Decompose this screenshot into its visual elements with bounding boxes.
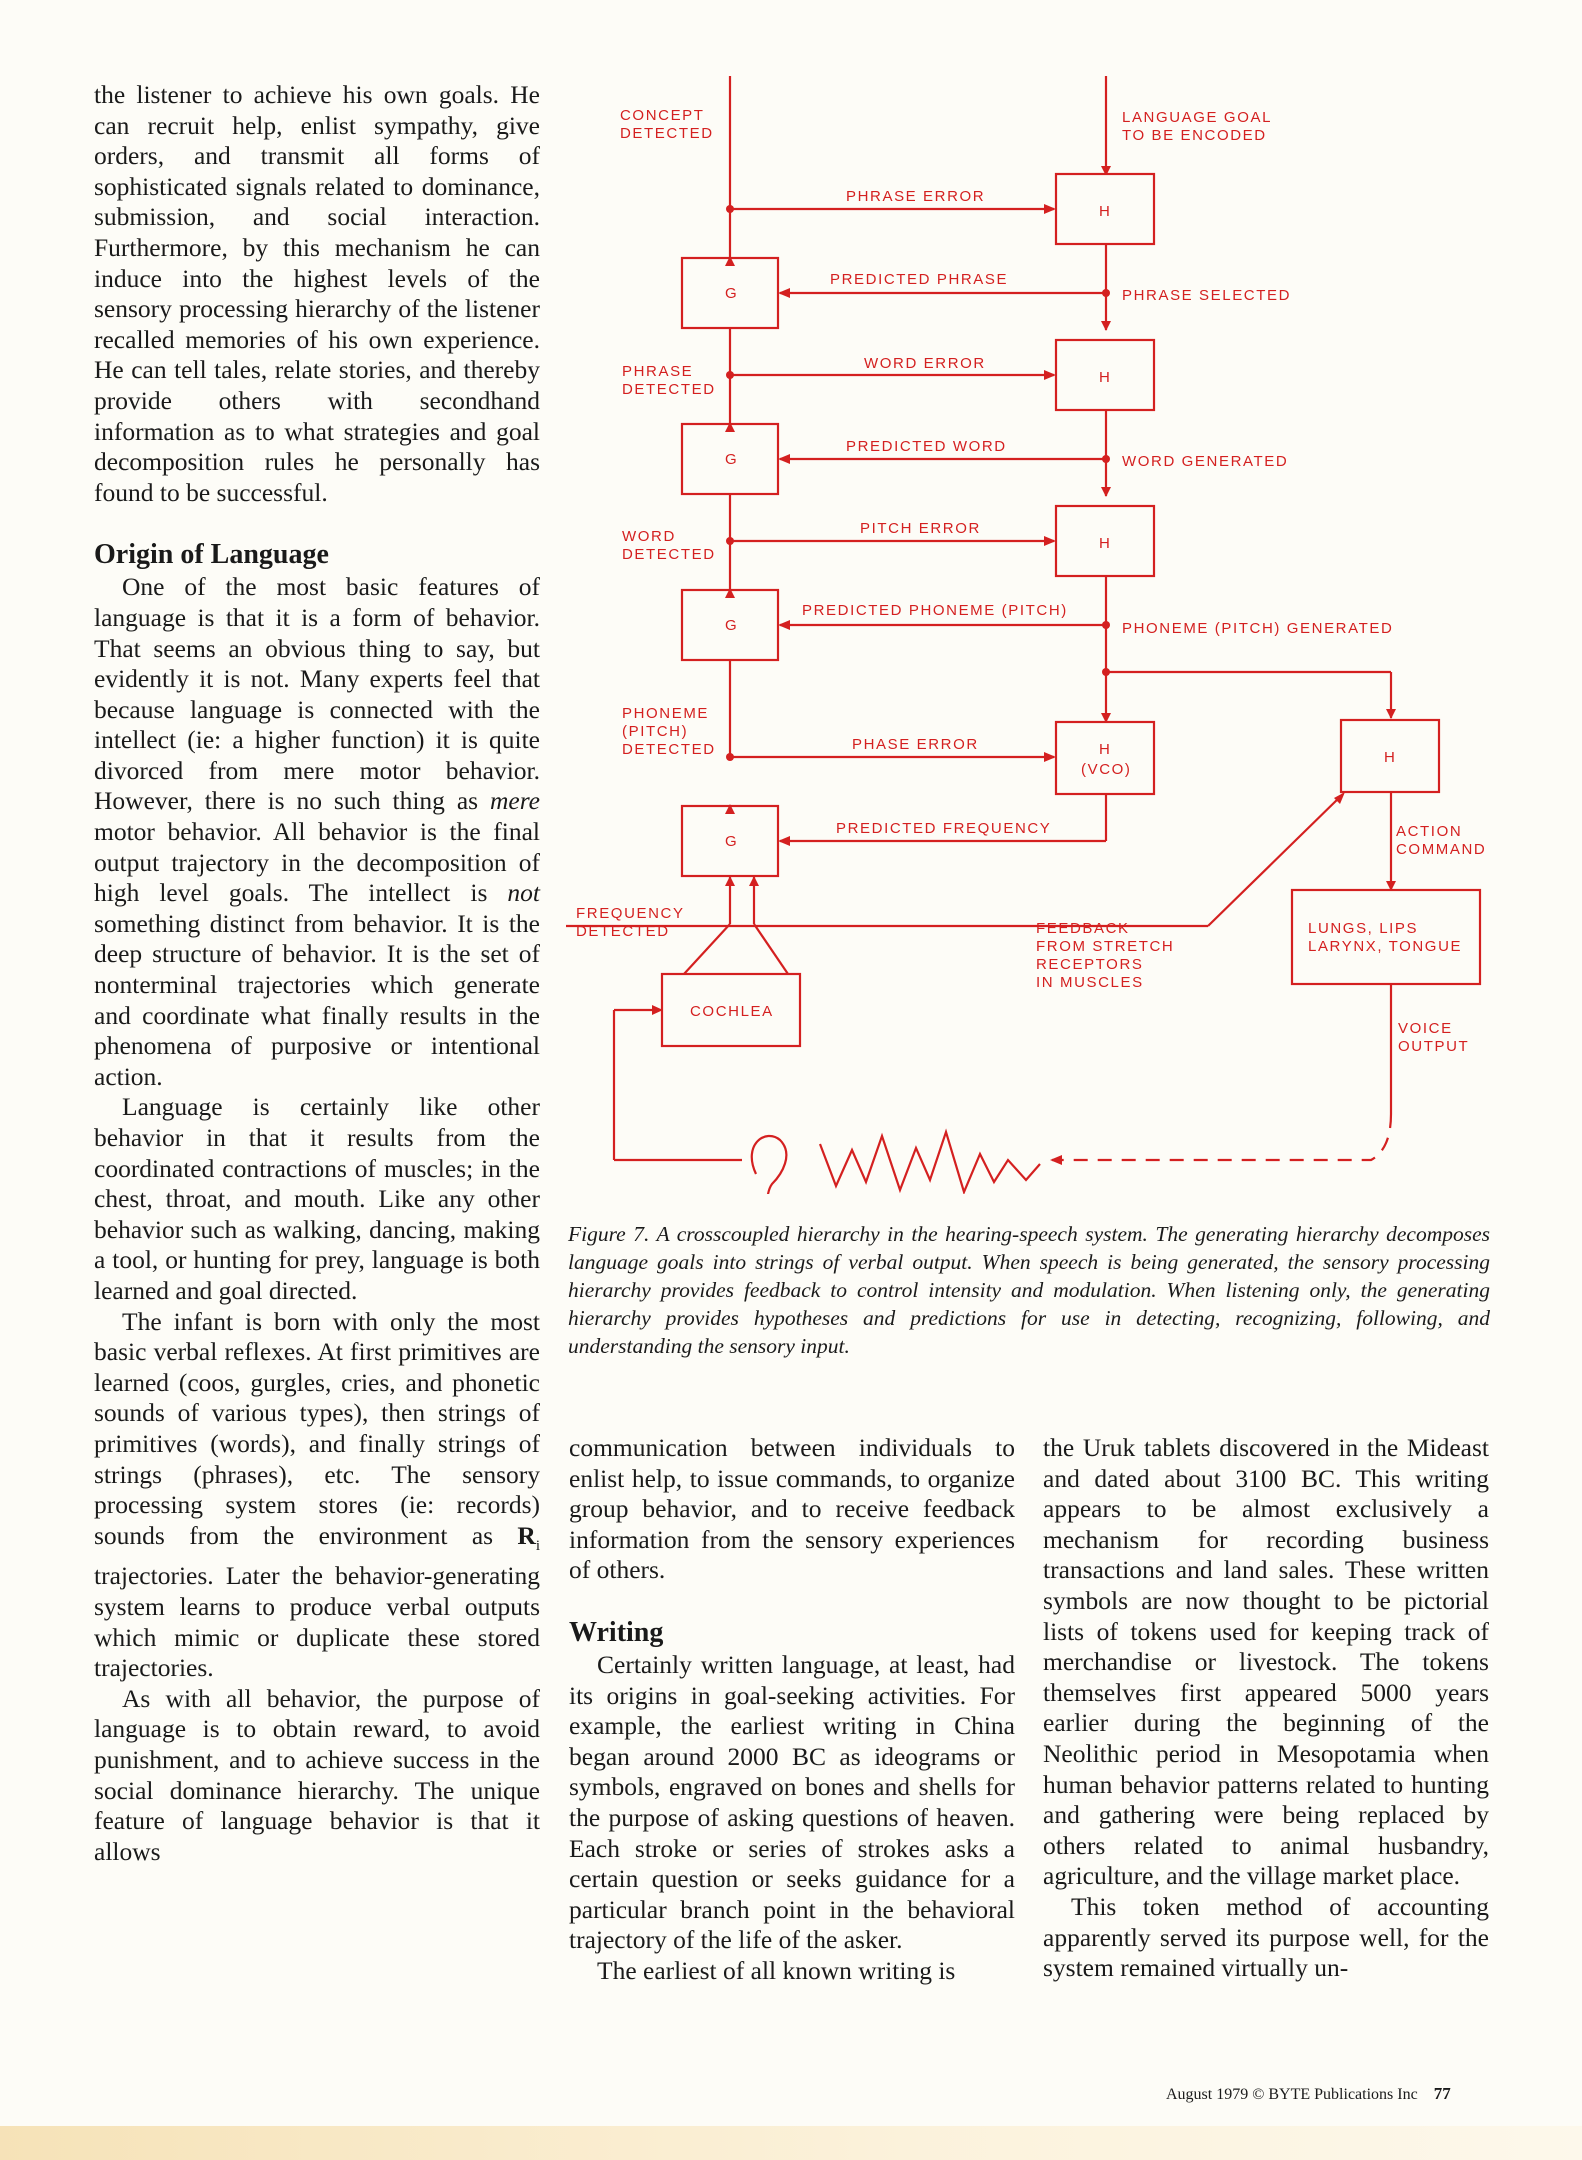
box-h: H [1099,369,1111,386]
label-voice-output: VOICE [1398,1020,1453,1037]
paragraph: Language is certainly like other behavio… [94,1092,540,1305]
footer-text: August 1979 © BYTE Publications Inc [1166,2086,1418,2103]
text-column-1: the listener to achieve his own goals. H… [94,80,540,1867]
paper-stain [0,2126,1582,2160]
label-voice-output: OUTPUT [1398,1038,1469,1055]
label-feedback: FEEDBACK [1036,920,1130,937]
section-heading-origin-of-language: Origin of Language [94,539,329,571]
box-g: G [725,617,738,634]
box-h: H [1099,535,1111,552]
box-h: H [1099,203,1111,220]
box-h: H [1384,749,1396,766]
page-number: 77 [1433,2084,1451,2103]
box-g: G [725,833,738,850]
label-predicted-frequency: PREDICTED FREQUENCY [836,820,1051,837]
label-lungs: LARYNX, TONGUE [1308,938,1462,955]
label-phrase-selected: PHRASE SELECTED [1122,287,1291,304]
label-word-error: WORD ERROR [864,355,986,372]
label-pitch-error: PITCH ERROR [860,520,981,537]
caption-label: Figure 7. [568,1222,650,1246]
label-phoneme-detected: PHONEME [622,705,709,722]
label-concept-detected: DETECTED [620,125,714,142]
label-word-detected: DETECTED [622,546,716,563]
label-action-command: COMMAND [1396,841,1486,858]
label-frequency-detected: DETECTED [576,923,670,940]
label-phoneme-detected: (PITCH) [622,723,688,740]
paragraph: The earliest of all known writing is [597,1955,956,1985]
label-lungs: LUNGS, LIPS [1308,920,1418,937]
label-predicted-phrase: PREDICTED PHRASE [830,271,1008,288]
paragraph: the listener to achieve his own goals. H… [94,80,540,507]
label-cochlea: COCHLEA [690,1003,774,1020]
label-feedback: IN MUSCLES [1036,974,1144,991]
paragraph: The infant is born with only the most ba… [94,1306,540,1683]
label-concept-detected: CONCEPT [620,107,705,124]
paragraph: One of the most basic features of langua… [94,572,540,1091]
label-language-goal: LANGUAGE GOAL [1122,109,1272,126]
text-column-3: the Uruk tablets discovered in the Midea… [1043,1433,1489,1984]
page-footer: August 1979 © BYTE Publications Inc 77 [1166,2084,1451,2104]
paragraph: This token method of accounting apparent… [1043,1891,1489,1983]
box-g: G [725,285,738,302]
paragraph: Certainly written language, at least, ha… [569,1649,1015,1955]
label-frequency-detected: FREQUENCY [576,905,685,922]
label-word-generated: WORD GENERATED [1122,453,1288,470]
label-predicted-word: PREDICTED WORD [846,438,1007,455]
label-action-command: ACTION [1396,823,1462,840]
label-phrase-detected: DETECTED [622,381,716,398]
paragraph: the Uruk tablets discovered in the Midea… [1043,1433,1489,1891]
label-phrase-detected: PHRASE [622,363,693,380]
box-g: G [725,451,738,468]
paragraph: As with all behavior, the purpose of lan… [94,1683,540,1866]
label-word-detected: WORD [622,528,676,545]
box-h-vco: (VCO) [1081,761,1132,778]
label-feedback: FROM STRETCH [1036,938,1174,955]
label-phoneme-generated: PHONEME (PITCH) GENERATED [1122,620,1393,637]
paragraph: communication between individuals to enl… [569,1433,1015,1585]
box-h: H [1099,741,1111,758]
label-phrase-error: PHRASE ERROR [846,188,985,205]
figure-7-diagram: CONCEPT DETECTED LANGUAGE GOAL TO BE ENC… [566,64,1510,1194]
label-language-goal: TO BE ENCODED [1122,127,1267,144]
label-feedback: RECEPTORS [1036,956,1143,973]
section-heading-writing: Writing [569,1616,664,1648]
text-column-2: communication between individuals to enl… [569,1433,1015,1987]
label-phase-error: PHASE ERROR [852,736,979,753]
label-phoneme-detected: DETECTED [622,741,716,758]
figure-caption: Figure 7. A crosscoupled hierarchy in th… [568,1222,1490,1358]
label-predicted-phoneme: PREDICTED PHONEME (PITCH) [802,602,1068,619]
